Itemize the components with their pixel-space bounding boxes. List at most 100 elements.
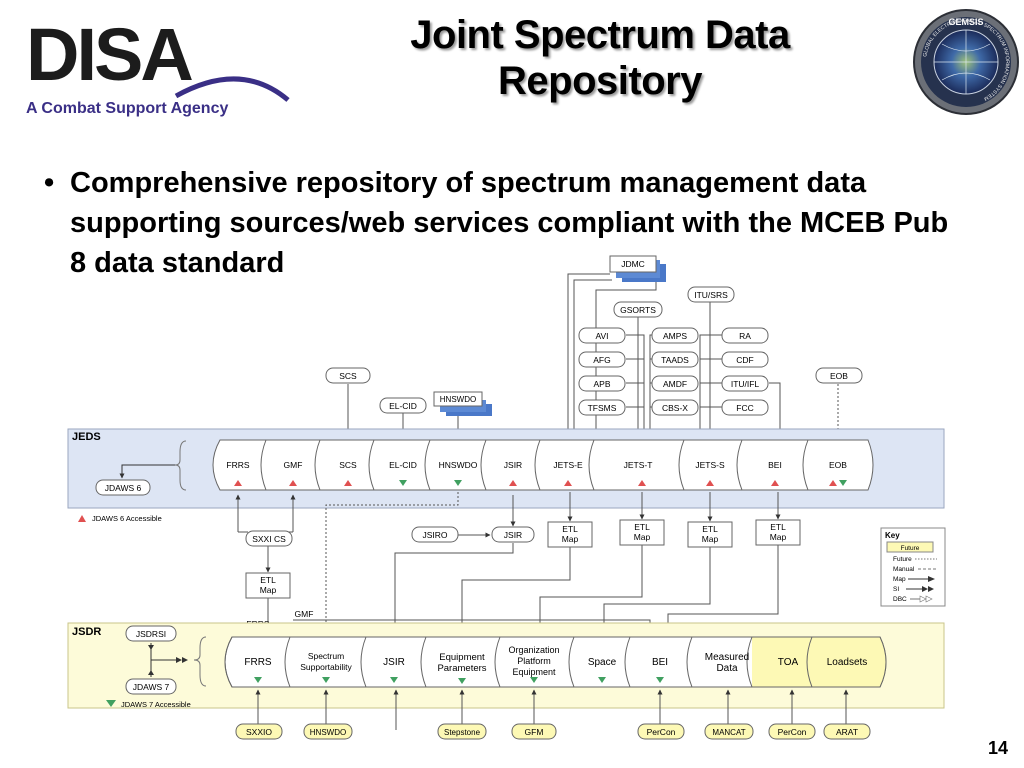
svg-text:ETL: ETL <box>634 522 650 532</box>
logo-text: DISA <box>26 18 192 96</box>
svg-text:AMPS: AMPS <box>663 331 687 341</box>
svg-text:AVI: AVI <box>595 331 608 341</box>
jdaws6-legend: JDAWS 6 Accessible <box>78 514 162 523</box>
svg-text:Future: Future <box>893 556 912 563</box>
source-taads: TAADS <box>651 351 699 368</box>
jsdr-label: JSDR <box>72 626 101 638</box>
jeds-segment-hnswdo: HNSWDO <box>439 439 487 491</box>
diagram-key: Key Future Future Manual Map SI DBC <box>880 527 946 607</box>
svg-text:JSDRSI: JSDRSI <box>136 629 166 639</box>
top-source-pills: ITU/SRS GSORTS AVI AMPS RA AFG TAADS CD <box>325 286 863 416</box>
jeds-segment-scs: SCS <box>339 439 375 491</box>
svg-text:GFM: GFM <box>525 727 544 737</box>
svg-text:TOA: TOA <box>778 657 799 668</box>
jsdr-segment-measured-data: Measured Data <box>705 652 749 674</box>
source-gsorts: GSORTS <box>613 301 663 318</box>
source-fcc: FCC <box>721 399 769 416</box>
jsdr-segment-equipment-parameters: Equipment Parameters <box>437 636 501 688</box>
jeds-segment-eob: EOB <box>829 460 847 486</box>
source-tfsms: TFSMS <box>578 399 626 416</box>
jeds-segment-el-cid: EL-CID <box>389 439 431 491</box>
middle-connections <box>235 492 781 637</box>
etl-map-frrs: ETL Map <box>245 572 291 599</box>
svg-text:Equipment: Equipment <box>439 652 485 663</box>
key-future-box: Future <box>886 541 934 553</box>
svg-text:ITU/IFL: ITU/IFL <box>731 379 760 389</box>
seal-title: GEMSIS <box>948 17 983 27</box>
key-dbc-line: DBC <box>893 595 933 603</box>
jeds-segment-jets-t: JETS-T <box>624 439 685 491</box>
svg-text:SI: SI <box>893 586 899 593</box>
jeds-segment-jets-s: JETS-S <box>695 439 743 491</box>
svg-text:HNSWDO: HNSWDO <box>440 395 476 404</box>
source-mancat: MANCAT <box>704 723 754 740</box>
svg-text:GSORTS: GSORTS <box>620 305 656 315</box>
svg-text:JDAWS 7: JDAWS 7 <box>133 682 170 692</box>
disa-logo: DISA <box>26 18 290 102</box>
source-itu-srs: ITU/SRS <box>687 286 735 303</box>
source-percon-1: PerCon <box>637 723 685 740</box>
svg-text:Space: Space <box>588 657 617 668</box>
jsdr-segment-toa: TOA <box>778 636 813 688</box>
source-percon-2: PerCon <box>768 723 816 740</box>
source-cdf: CDF <box>721 351 769 368</box>
source-stepstone: Stepstone <box>437 723 487 740</box>
jeds-label: JEDS <box>72 431 101 443</box>
bottom-connections <box>255 689 849 730</box>
svg-text:Data: Data <box>716 663 738 674</box>
svg-text:JSIRO: JSIRO <box>422 530 447 540</box>
key-title: Key <box>885 531 900 540</box>
svg-text:AMDF: AMDF <box>663 379 687 389</box>
title-line-2: Repository <box>498 59 702 103</box>
svg-text:Manual: Manual <box>893 566 915 573</box>
logo-tagline: A Combat Support Agency <box>26 100 229 117</box>
svg-text:JETS-E: JETS-E <box>553 460 583 470</box>
svg-text:CDF: CDF <box>736 355 753 365</box>
svg-text:JDAWS 7 Accessible: JDAWS 7 Accessible <box>121 700 191 709</box>
svg-text:ETL: ETL <box>770 522 786 532</box>
svg-text:SCS: SCS <box>339 460 357 470</box>
jeds-cylinder: FRRS GMF SCS EL-CID HNSWDO JSIR <box>212 439 874 491</box>
svg-text:JDAWS 6: JDAWS 6 <box>105 483 142 493</box>
svg-text:DBC: DBC <box>893 596 907 603</box>
svg-text:BEI: BEI <box>768 460 782 470</box>
svg-text:JDAWS 6 Accessible: JDAWS 6 Accessible <box>92 514 162 523</box>
etl-map-jets-s: ETL Map <box>687 521 733 548</box>
jsdr-segment-loadsets: Loadsets <box>827 657 868 668</box>
svg-text:Spectrum: Spectrum <box>308 651 344 661</box>
svg-text:FRRS: FRRS <box>244 657 272 668</box>
svg-text:TFSMS: TFSMS <box>588 403 617 413</box>
svg-text:ARAT: ARAT <box>836 727 858 737</box>
jsdr-segment-space: Space <box>588 636 631 688</box>
svg-text:ETL: ETL <box>562 524 578 534</box>
svg-text:ETL: ETL <box>702 524 718 534</box>
jsdr-segment-organization-platform-equipment: Organization Platform Equipment <box>508 636 575 688</box>
svg-text:EOB: EOB <box>829 460 847 470</box>
svg-text:Loadsets: Loadsets <box>827 657 868 668</box>
svg-text:EL-CID: EL-CID <box>389 460 417 470</box>
svg-text:PerCon: PerCon <box>647 727 676 737</box>
svg-text:Map: Map <box>634 532 651 542</box>
svg-text:Map: Map <box>770 532 787 542</box>
svg-text:ITU/SRS: ITU/SRS <box>694 290 728 300</box>
svg-text:Map: Map <box>260 585 277 595</box>
svg-text:JETS-S: JETS-S <box>695 460 725 470</box>
bottom-source-pills: SXXIO HNSWDO Stepstone GFM PerCon MANCAT… <box>235 723 871 740</box>
etl-map-jets-t: ETL Map <box>619 519 665 546</box>
jdaws7-box: JDAWS 7 <box>125 678 177 695</box>
svg-text:ETL: ETL <box>260 575 276 585</box>
etl-map-bei: ETL Map <box>755 519 801 546</box>
etl-map-jets-e: ETL Map <box>547 521 593 548</box>
gmf-link-label: GMF <box>295 609 314 619</box>
jdaws6-box: JDAWS 6 <box>95 479 151 496</box>
bullet-dot: • <box>44 167 55 199</box>
bullet-text: Comprehensive repository of spectrum man… <box>70 167 949 279</box>
svg-text:AFG: AFG <box>593 355 610 365</box>
svg-text:EL-CID: EL-CID <box>389 401 417 411</box>
svg-text:Platform: Platform <box>517 656 551 666</box>
jsdr-segment-frrs: FRRS <box>244 636 291 688</box>
source-amps: AMPS <box>651 327 699 344</box>
svg-text:Equipment: Equipment <box>512 667 556 677</box>
svg-text:SXXI CS: SXXI CS <box>252 534 286 544</box>
